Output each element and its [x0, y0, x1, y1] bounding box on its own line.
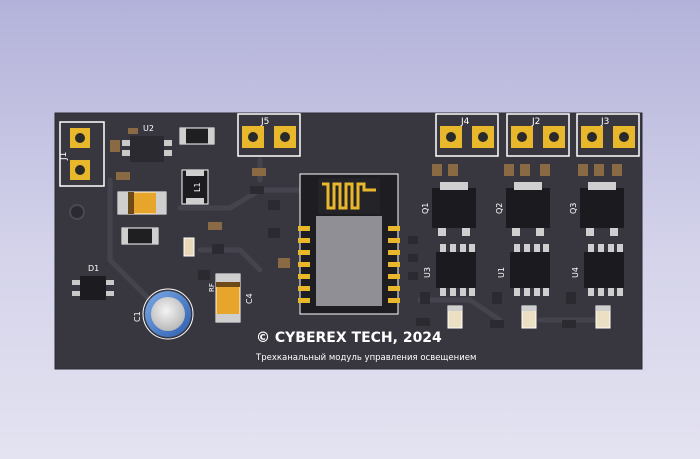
label-u4: U4: [571, 267, 580, 278]
label-j1: J1: [59, 152, 69, 161]
inductor-l1: [181, 169, 209, 205]
label-j5: J5: [260, 117, 269, 127]
label-u2: U2: [143, 124, 154, 133]
ic-u4: [584, 244, 624, 296]
label-j4: J4: [460, 117, 470, 127]
connector-j1: [59, 121, 105, 187]
label-q3: Q3: [569, 203, 578, 214]
label-q2: Q2: [495, 203, 504, 214]
label-j2: J2: [531, 117, 540, 127]
led-1: [447, 305, 463, 329]
mosfet-q3: [580, 182, 624, 236]
connector-j3: [576, 113, 640, 157]
label-rf: RF: [208, 283, 216, 292]
wifi-module-pads: [298, 226, 400, 303]
ic-u1: [510, 244, 550, 296]
label-q1: Q1: [421, 203, 430, 214]
board-description: Трехканальный модуль управления освещени…: [255, 353, 476, 363]
diode-d1: [72, 276, 114, 300]
label-u1: U1: [497, 267, 506, 278]
capacitor-c4: [215, 273, 241, 323]
capacitor-c1: [142, 288, 194, 340]
wifi-module: [299, 173, 399, 315]
label-l1: L1: [193, 182, 202, 192]
led-3: [595, 305, 611, 329]
connector-j2: [506, 113, 570, 157]
led-2: [521, 305, 537, 329]
mosfet-q2: [506, 182, 550, 236]
resistor-rf: [183, 237, 195, 257]
label-d1: D1: [88, 264, 99, 273]
smd-row-top: [116, 164, 622, 238]
label-c1: C1: [133, 311, 142, 322]
connector-j4: [435, 113, 499, 157]
label-j3: J3: [600, 117, 609, 127]
board-copyright: © CYBEREX TECH, 2024: [256, 330, 442, 346]
component-u2: [122, 136, 172, 162]
smd-row-bottom: [416, 292, 576, 328]
mosfet-q1: [432, 182, 476, 236]
via-left: [69, 204, 85, 220]
ic-u3: [436, 244, 476, 296]
connector-j5: [237, 113, 301, 157]
label-c4: C4: [245, 293, 254, 304]
tantalum-cap-left: [117, 191, 167, 215]
label-u3: U3: [423, 267, 432, 278]
